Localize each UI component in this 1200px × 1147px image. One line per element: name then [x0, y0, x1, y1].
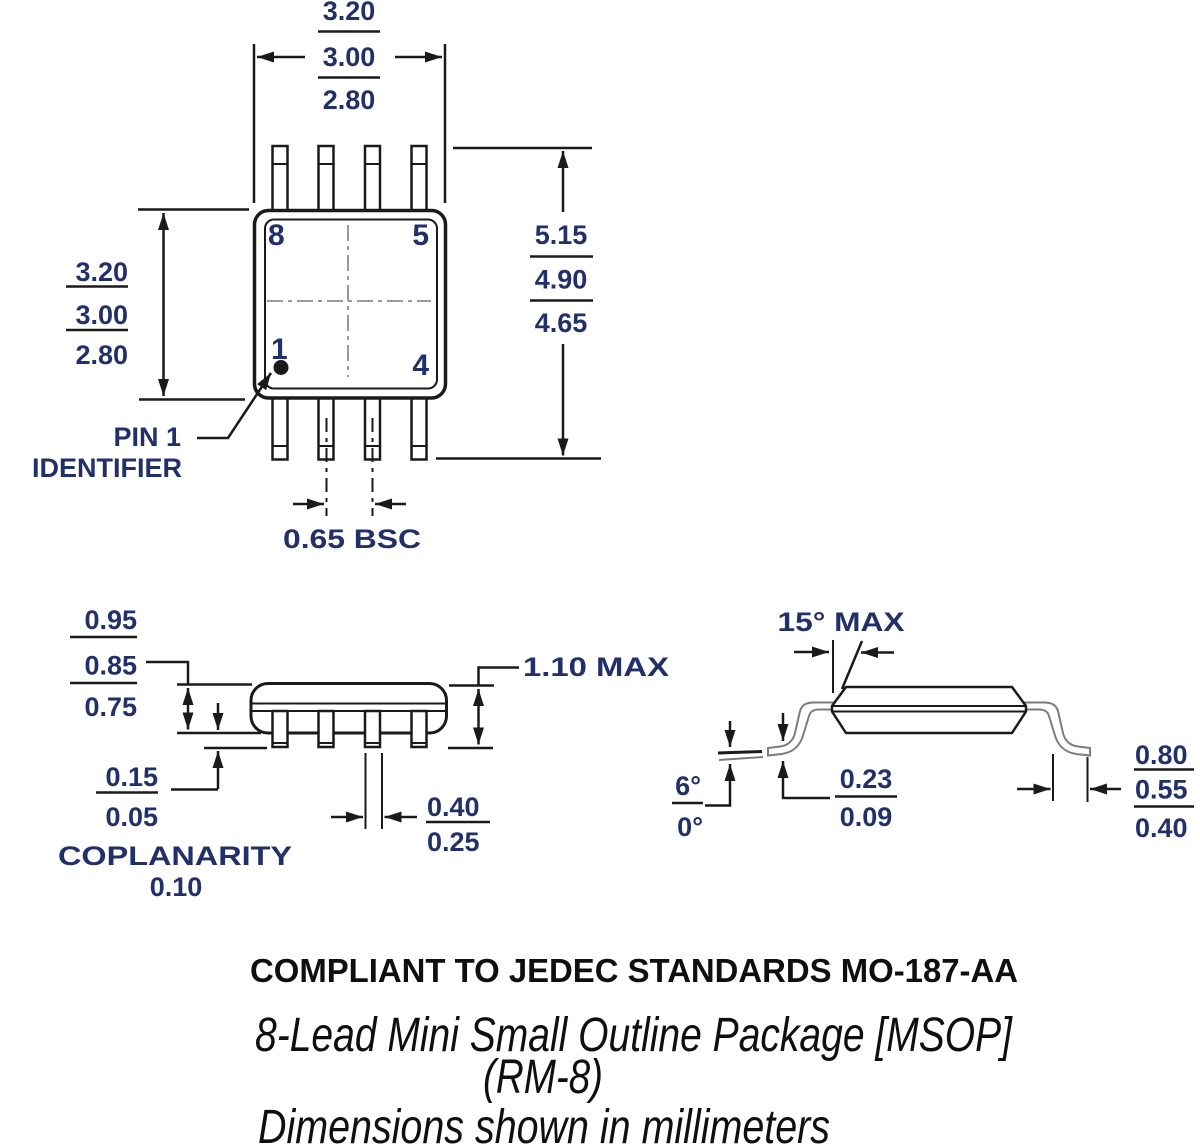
dim-width-nom: 3.00 — [323, 42, 376, 72]
package-code: (RM-8) — [483, 1051, 603, 1104]
pin-number-4: 4 — [412, 349, 429, 382]
dim-span-nom: 4.90 — [535, 265, 588, 295]
dim-footlength-min: 0.40 — [1135, 813, 1188, 843]
bottom-pin — [271, 395, 289, 461]
pin-number-5: 5 — [412, 219, 429, 252]
dim-span-max: 5.15 — [535, 220, 588, 250]
package-body-outline — [252, 208, 448, 400]
units-note: Dimensions shown in millimeters — [258, 1101, 830, 1147]
dim-leadwidth-max: 0.40 — [427, 792, 480, 822]
dim-standoff-min: 0.05 — [105, 802, 158, 832]
coplanarity-value: 0.10 — [150, 872, 203, 902]
dim-leadthickness-min: 0.09 — [840, 802, 893, 832]
jedec-compliance-note: COMPLIANT TO JEDEC STANDARDS MO-187-AA — [250, 952, 1018, 989]
side-body-outline — [249, 682, 448, 735]
dim-bodyheight-nom: 0.85 — [84, 651, 137, 681]
dim-span-min: 4.65 — [535, 308, 588, 338]
top-pin — [317, 144, 335, 214]
foot-angle-line — [718, 756, 764, 761]
dim-leader-arrow — [777, 761, 830, 800]
coplanarity-label: COPLANARITY — [58, 841, 292, 871]
side-view: 0.95 0.85 0.75 0.15 0.05 COPLANARITY 0.1… — [58, 605, 669, 902]
dim-leadwidth-min: 0.25 — [427, 827, 480, 857]
top-pin — [363, 144, 382, 214]
pin1-label-line2: IDENTIFIER — [32, 453, 182, 483]
dim-leader-arrow — [705, 764, 736, 807]
pin-number-8: 8 — [268, 219, 285, 252]
dim-leader — [146, 660, 190, 684]
dim-height-max: 3.20 — [75, 257, 128, 287]
pin1-identifier-dot — [273, 360, 289, 375]
side-lead — [363, 709, 382, 749]
dim-width-max: 3.20 — [323, 0, 376, 26]
side-lead — [317, 709, 335, 749]
package-title: 8-Lead Mini Small Outline Package [MSOP] — [255, 1009, 1013, 1062]
dim-height-nom: 3.00 — [75, 300, 128, 330]
top-view: 8 5 1 4 PIN 1 IDENTIFIER 3.20 3.00 2.80 … — [32, 0, 601, 554]
gullwing-lead-right — [1023, 701, 1091, 757]
dim-bodyheight-max: 0.95 — [84, 605, 137, 635]
dim-leader — [477, 666, 519, 685]
foot-angle-line — [717, 750, 763, 755]
angle-line — [840, 640, 864, 690]
end-view: 15° MAX 6° 0° 0.23 0.09 0.80 0.55 0.40 — [672, 607, 1194, 843]
side-lead — [271, 709, 289, 749]
dim-bodyheight-min: 0.75 — [84, 692, 137, 722]
end-body-outline — [830, 685, 1028, 735]
pin1-label-line1: PIN 1 — [113, 422, 181, 452]
dim-lid-angle: 15° MAX — [778, 607, 905, 637]
top-pin — [410, 144, 428, 214]
bottom-pin — [410, 395, 428, 461]
dim-footlength-max: 0.80 — [1135, 740, 1188, 770]
dim-footangle-min: 0° — [677, 812, 703, 842]
pin1-leader-line — [197, 372, 273, 440]
package-body-inner-outline — [264, 218, 438, 390]
side-lead — [410, 709, 428, 749]
pin-number-1: 1 — [271, 333, 288, 366]
top-pin — [271, 144, 289, 214]
gullwing-lead-left — [767, 701, 835, 757]
dim-pitch: 0.65 BSC — [283, 524, 421, 554]
dim-leadthickness-max: 0.23 — [840, 764, 893, 794]
dim-width-min: 2.80 — [323, 85, 376, 115]
dim-footlength-nom: 0.55 — [1135, 775, 1188, 805]
dim-overall-height: 1.10 MAX — [523, 652, 669, 682]
dim-height-min: 2.80 — [75, 340, 128, 370]
dim-standoff-max: 0.15 — [105, 762, 158, 792]
dim-footangle-max: 6° — [675, 771, 701, 801]
captions: COMPLIANT TO JEDEC STANDARDS MO-187-AA 8… — [250, 952, 1018, 1147]
